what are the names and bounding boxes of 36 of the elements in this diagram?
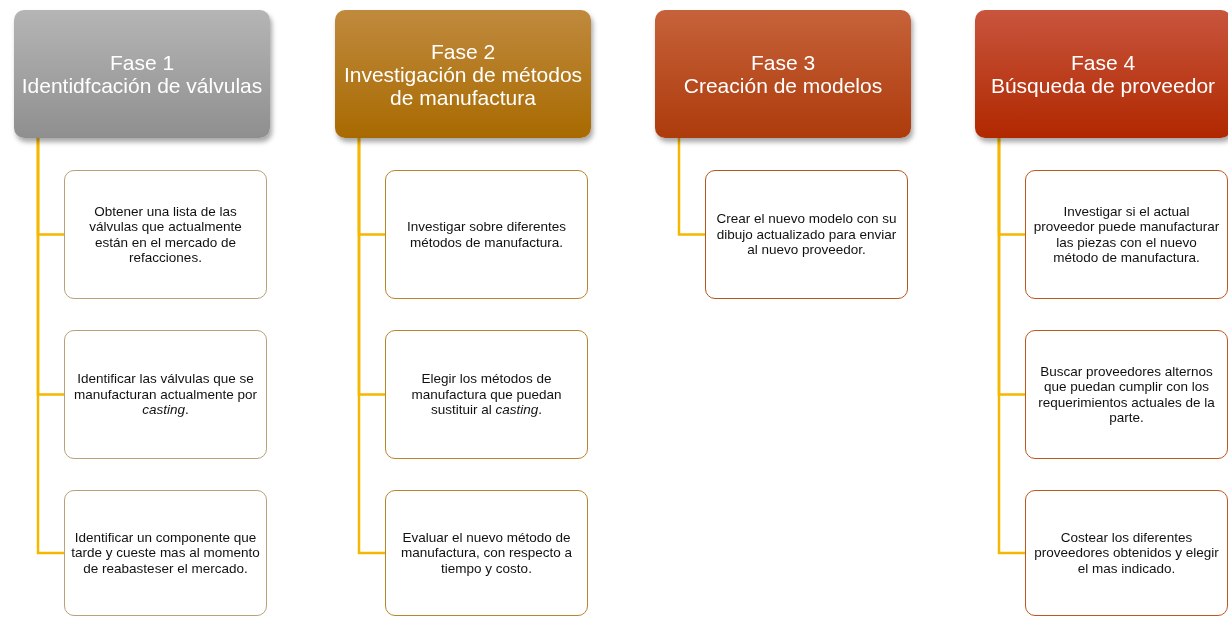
task-text: Obtener una lista de las válvulas que actualmente están en el mercado de refacciones.: [88, 203, 243, 266]
task-box: [705, 170, 908, 299]
phase-number: Fase 2: [430, 39, 496, 63]
task-text: Crear el nuevo modelo con su dibujo actualizado para enviar al nuevo proveedor.: [715, 211, 898, 258]
connector-line: [997, 138, 1025, 555]
task-box: [385, 490, 588, 616]
task-text: Identificar un componente que tarde y cueste mas al momento de reabasteser el mercado.: [71, 529, 260, 577]
phase-header-box: [14, 10, 270, 138]
task-text: Costear los diferentes proveedores obtenidos y elegir el mas indicado.: [1033, 529, 1220, 577]
task-box: [385, 330, 588, 459]
phase-number: Fase 1: [109, 51, 175, 74]
task-box: [1025, 490, 1228, 616]
connector-line: [677, 138, 705, 236]
phase-title: Creación de modelos: [683, 74, 883, 97]
task-box: [1025, 330, 1228, 459]
task-text: Investigar si el actual proveedor puede manufacturar las piezas con el nuevo método de manufactura.: [1032, 203, 1221, 266]
phase-title: Investigación de métodos de manufactura: [342, 62, 584, 109]
connector-line: [36, 138, 64, 555]
task-box: [64, 170, 267, 299]
task-box: [64, 490, 267, 616]
task-box: [64, 330, 267, 459]
phase-header-box: [975, 10, 1228, 138]
task-text: Evaluar el nuevo método de manufactura, con respecto a tiempo y costo.: [399, 529, 574, 577]
phase-title: Búsqueda de proveedor: [990, 74, 1216, 97]
phase-title: Identidfcación de válvulas: [21, 74, 263, 97]
task-text: Identificar las válvulas que se manufacturan actualmente por casting.: [72, 371, 259, 418]
phase-header-box: [335, 10, 591, 138]
task-text: Elegir los métodos de manufactura que puedan sustituir al casting.: [410, 371, 563, 418]
task-text: Buscar proveedores alternos que puedan cumplir con los requerimientos actuales de la parte.: [1037, 363, 1216, 426]
phase-number: Fase 4: [1070, 51, 1136, 74]
phase-number: Fase 3: [750, 51, 816, 74]
task-text: Investigar sobre diferentes métodos de manufactura.: [405, 219, 568, 250]
connector-line: [357, 138, 385, 555]
phase-header-box: [655, 10, 911, 138]
task-box: [385, 170, 588, 299]
task-box: [1025, 170, 1228, 299]
